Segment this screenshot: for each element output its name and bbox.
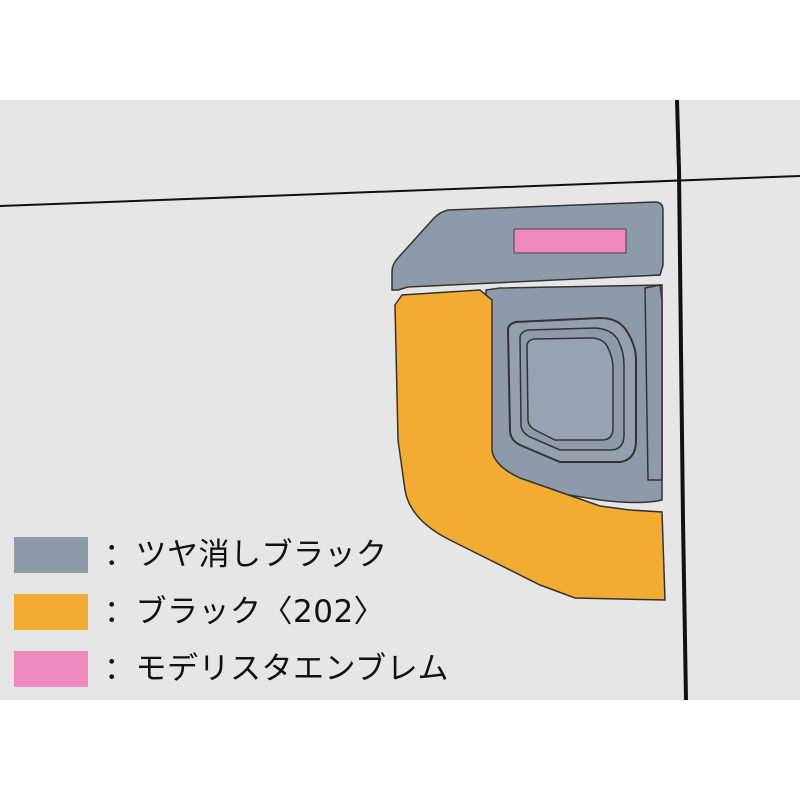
modellista-emblem	[513, 228, 627, 254]
legend-item-matte-black: ：ツヤ消しブラック	[14, 530, 494, 580]
lamp-lens	[526, 337, 614, 441]
legend-label-modellista-emblem: ：モデリスタエンブレム	[104, 650, 449, 687]
side-strip-matte-black	[644, 284, 663, 481]
color-legend: ：ツヤ消しブラック ：ブラック〈202〉 ：モデリスタエンブレム	[14, 530, 494, 701]
legend-label-black-202: ：ブラック〈202〉	[104, 593, 386, 630]
legend-swatch-modellista-emblem	[14, 651, 88, 687]
legend-item-modellista-emblem: ：モデリスタエンブレム	[14, 644, 494, 694]
legend-swatch-matte-black	[14, 537, 88, 573]
body-character-line	[0, 175, 800, 207]
panel-gap-line	[675, 99, 688, 701]
legend-label-matte-black: ：ツヤ消しブラック	[104, 536, 388, 573]
legend-item-black-202: ：ブラック〈202〉	[14, 587, 494, 637]
legend-swatch-black-202	[14, 594, 88, 630]
lower-garnish-black-202	[394, 289, 666, 601]
